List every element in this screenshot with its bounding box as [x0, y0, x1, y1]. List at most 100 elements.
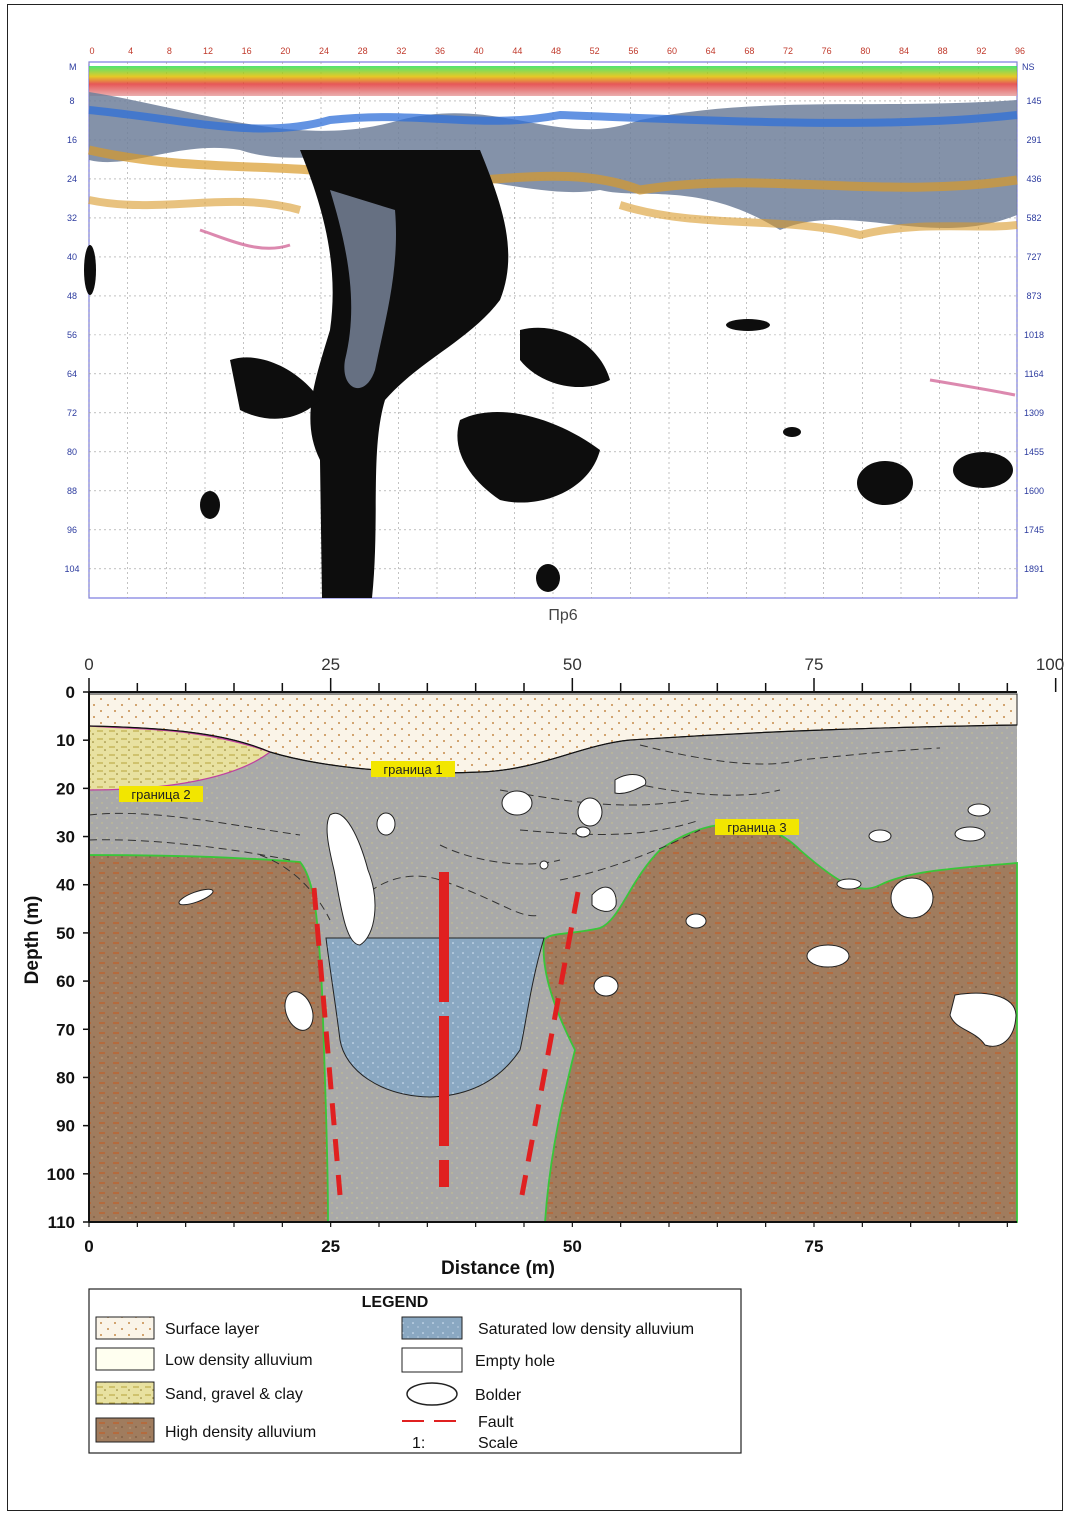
gpr-distance-tick: 88: [938, 46, 948, 56]
legend-swatch-bolder: [406, 1382, 458, 1406]
gpr-depth-tick: 80: [67, 447, 77, 457]
section-depth-tick-label: 40: [56, 876, 75, 895]
gpr-distance-tick: 64: [706, 46, 716, 56]
legend-label-saturated: Saturated low density alluvium: [478, 1321, 694, 1338]
gpr-depth-tick: 72: [67, 408, 77, 418]
section-depth-tick-label: 100: [47, 1165, 75, 1184]
gpr-depth-tick: 56: [67, 330, 77, 340]
high-density-alluvium-left: [88, 854, 329, 1223]
gpr-distance-tick: 76: [822, 46, 832, 56]
gpr-depth-tick: 104: [64, 564, 79, 574]
gpr-ns-tick: 1600: [1024, 486, 1044, 496]
gpr-distance-tick: 32: [396, 46, 406, 56]
gpr-depth-tick: 96: [67, 525, 77, 535]
section-depth-tick-label: 80: [56, 1068, 75, 1087]
boundary-label-1: граница 1: [383, 762, 442, 777]
gpr-ns-tick: 436: [1026, 174, 1041, 184]
section-depth-tick-label: 0: [66, 683, 75, 702]
figure-frame: [7, 4, 1063, 1511]
gpr-grid: [88, 62, 1018, 598]
section-depth-tick-label: 50: [56, 924, 75, 943]
section-depth-tick-label: 20: [56, 779, 75, 798]
bolders: [178, 774, 1017, 1047]
gpr-distance-tick: 44: [512, 46, 522, 56]
section-top-tick-label: 100: [1036, 655, 1064, 674]
section-y-label: Depth (m): [22, 896, 43, 985]
legend-label-high-density: High density alluvium: [165, 1424, 316, 1441]
legend-label-sand: Sand, gravel & clay: [165, 1386, 303, 1403]
legend: LEGEND Surface layer Low density alluviu…: [88, 1288, 742, 1454]
legend-label-surface: Surface layer: [165, 1321, 260, 1338]
section-top-tick-label: 50: [563, 655, 582, 674]
legend-label-bolder: Bolder: [475, 1387, 522, 1404]
section-x-label: Distance (m): [441, 1258, 555, 1279]
legend-label-low-density: Low density alluvium: [165, 1352, 313, 1369]
gpr-ns-tick: 1309: [1024, 408, 1044, 418]
legend-swatch-empty-hole: [401, 1347, 463, 1373]
section-depth-tick-label: 10: [56, 731, 75, 750]
boundary-tag-1: граница 1: [371, 761, 455, 777]
section-depth-tick-label: 60: [56, 972, 75, 991]
section-top-tick-label: 25: [321, 655, 340, 674]
legend-scale-prefix: 1:: [412, 1435, 425, 1452]
boundary-tag-2: граница 2: [119, 786, 203, 802]
boundary-label-2: граница 2: [131, 787, 190, 802]
gpr-ns-tick: 1891: [1024, 564, 1044, 574]
gpr-caption: Пр6: [548, 607, 577, 624]
legend-swatch-low-density: [95, 1347, 155, 1371]
section-depth-tick-label: 70: [56, 1020, 75, 1039]
gpr-ns-tick: 1164: [1024, 369, 1043, 379]
gpr-ns-tick: 582: [1026, 213, 1041, 223]
section-depth-tick-label: 90: [56, 1117, 75, 1136]
gpr-ns-tick: 1455: [1024, 447, 1044, 457]
gpr-distance-tick: 24: [319, 46, 329, 56]
gpr-distance-tick: 72: [783, 46, 793, 56]
gpr-distance-tick: 52: [590, 46, 600, 56]
legend-label-fault: Fault: [478, 1414, 514, 1431]
gpr-ns-tick: 873: [1026, 291, 1041, 301]
gpr-distance-tick: 84: [899, 46, 909, 56]
gpr-ns-tick: 1018: [1024, 330, 1044, 340]
gpr-distance-tick: 68: [744, 46, 754, 56]
boundary-label-3: граница 3: [727, 820, 786, 835]
gpr-depth-tick: 88: [67, 486, 77, 496]
gpr-distance-tick: 80: [860, 46, 870, 56]
gpr-distance-tick: 8: [167, 46, 172, 56]
gpr-distance-tick: 4: [128, 46, 133, 56]
gpr-distance-tick: 40: [474, 46, 484, 56]
fault-right: [519, 891, 581, 1196]
gpr-distance-tick: 12: [203, 46, 213, 56]
gpr-ns-tick: 727: [1026, 252, 1041, 262]
gpr-ns-tick: 145: [1026, 96, 1041, 106]
section-bottom-tick-label: 50: [563, 1237, 582, 1256]
high-density-alluvium-right: [542, 822, 1018, 1223]
section-depth-ticks: 0 10 20 30 40 50 60 70 80 90 100 110: [47, 683, 89, 1232]
section-bottom-tick-label: 25: [321, 1237, 340, 1256]
gpr-depth-tick: 16: [67, 135, 77, 145]
gpr-depth-tick: 32: [67, 213, 77, 223]
gpr-distance-tick: 28: [358, 46, 368, 56]
gpr-distance-tick: 96: [1015, 46, 1025, 56]
gpr-depth-tick: 64: [67, 369, 77, 379]
section-panel: граница 1 граница 2 граница 3 0 25 50 75 100…: [22, 655, 1064, 1279]
gpr-ns-unit: NS: [1022, 62, 1035, 72]
gpr-distance-tick: 92: [976, 46, 986, 56]
gpr-depth-unit: M: [69, 62, 77, 72]
legend-title: LEGEND: [362, 1294, 429, 1311]
fault-left: [311, 887, 343, 1196]
legend-swatch-surface: [95, 1316, 155, 1340]
section-depth-tick-label: 30: [56, 828, 75, 847]
gpr-distance-tick: 48: [551, 46, 561, 56]
gpr-depth-tick: 48: [67, 291, 77, 301]
gpr-distance-tick: 36: [435, 46, 445, 56]
section-bottom-tick-label: 75: [805, 1237, 824, 1256]
section-depth-tick-label: 110: [48, 1213, 75, 1232]
gpr-depth-tick: 8: [69, 96, 74, 106]
gpr-ns-ticks: 1452914365827278731018116413091455160017…: [1024, 96, 1044, 574]
gpr-distance-tick: 56: [628, 46, 638, 56]
